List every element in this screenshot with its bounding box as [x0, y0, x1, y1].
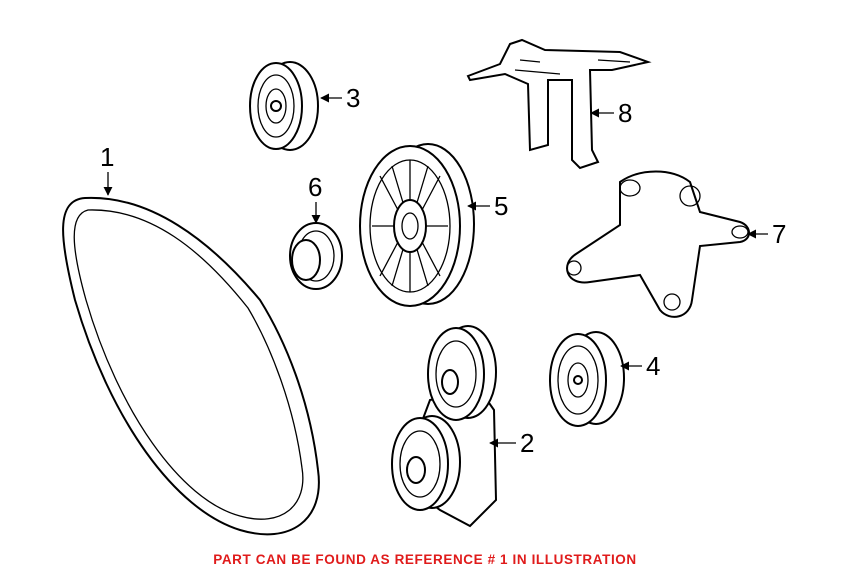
callout-8: 8: [618, 98, 632, 128]
callout-4: 4: [646, 351, 660, 381]
large-pulley-part[interactable]: [359, 143, 475, 307]
belt-part[interactable]: [62, 196, 320, 536]
callout-leaders: [103, 93, 768, 448]
mounting-bracket-part[interactable]: [566, 170, 750, 318]
reference-caption: PART CAN BE FOUND AS REFERENCE # 1 IN IL…: [213, 552, 637, 567]
callout-6: 6: [308, 172, 322, 202]
callout-2: 2: [520, 428, 534, 458]
callout-3: 3: [346, 83, 360, 113]
tensioner-part[interactable]: [391, 325, 498, 528]
cap-part[interactable]: [289, 222, 343, 290]
callout-1: 1: [100, 142, 114, 172]
callout-7: 7: [772, 219, 786, 249]
support-bracket-part[interactable]: [466, 38, 652, 170]
idler-pulley-part[interactable]: [549, 331, 625, 427]
small-pulley-part[interactable]: [249, 61, 319, 151]
callout-5: 5: [494, 191, 508, 221]
